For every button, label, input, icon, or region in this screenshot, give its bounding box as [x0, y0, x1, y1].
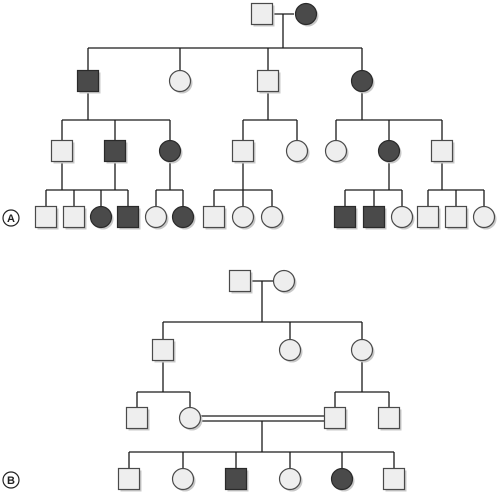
- a-iv-2-symbol: [62, 205, 86, 229]
- female-affected-b-iv-5: [330, 467, 355, 492]
- female-unaffected-b-iv-4: [278, 467, 303, 492]
- b-iii-1-symbol: [125, 406, 149, 430]
- a-i-2-symbol: [294, 2, 318, 26]
- b-iv-4-symbol: [278, 467, 302, 491]
- a-iii-6-symbol: [324, 139, 348, 163]
- male-unaffected-a-ii-3: [256, 69, 281, 94]
- male-unaffected-a-iv-14: [444, 205, 469, 230]
- female-affected-a-ii-4: [350, 69, 375, 94]
- female-unaffected-a-iv-8: [231, 205, 256, 230]
- panel-label-b-text: B: [7, 475, 15, 487]
- male-affected-a-iv-4: [116, 205, 141, 230]
- a-iv-8-symbol: [231, 205, 255, 229]
- b-ii-3-symbol: [350, 338, 374, 362]
- female-unaffected-a-iii-5: [285, 139, 310, 164]
- a-iv-3-symbol: [89, 205, 113, 229]
- male-unaffected-a-iii-8: [430, 139, 455, 164]
- male-unaffected-a-iv-7: [202, 205, 227, 230]
- female-unaffected-b-ii-2: [278, 338, 303, 363]
- a-iv-12-symbol: [390, 205, 414, 229]
- b-iii-2-symbol: [178, 406, 202, 430]
- a-iv-6-symbol: [171, 205, 195, 229]
- male-unaffected-b-iii-3: [323, 406, 348, 431]
- individuals: [34, 2, 497, 492]
- female-affected-a-i-2: [294, 2, 319, 27]
- b-i-2-symbol: [272, 269, 296, 293]
- a-iii-5-symbol: [285, 139, 309, 163]
- a-iv-14-symbol: [444, 205, 468, 229]
- female-affected-a-iii-3: [158, 139, 183, 164]
- male-unaffected-a-i-1: [250, 2, 275, 27]
- male-unaffected-a-iii-1: [50, 139, 75, 164]
- a-iv-10-symbol: [333, 205, 357, 229]
- male-unaffected-b-iv-1: [117, 467, 142, 492]
- female-unaffected-a-iv-12: [390, 205, 415, 230]
- a-iv-13-symbol: [416, 205, 440, 229]
- a-iii-2-symbol: [103, 139, 127, 163]
- male-unaffected-b-iii-4: [377, 406, 402, 431]
- a-iii-1-symbol: [50, 139, 74, 163]
- a-iv-5-symbol: [144, 205, 168, 229]
- a-iv-1-symbol: [34, 205, 58, 229]
- male-unaffected-a-iv-2: [62, 205, 87, 230]
- a-ii-1-symbol: [76, 69, 100, 93]
- a-i-1-symbol: [250, 2, 274, 26]
- male-unaffected-b-ii-1: [151, 338, 176, 363]
- male-affected-a-iii-2: [103, 139, 128, 164]
- a-ii-4-symbol: [350, 69, 374, 93]
- b-ii-1-symbol: [151, 338, 175, 362]
- panel-label-b: B: [2, 471, 20, 489]
- a-iii-3-symbol: [158, 139, 182, 163]
- b-iii-4-symbol: [377, 406, 401, 430]
- a-iii-4-symbol: [231, 139, 255, 163]
- female-affected-a-iv-3: [89, 205, 114, 230]
- b-iv-3-symbol: [224, 467, 248, 491]
- female-unaffected-b-iv-2: [171, 467, 196, 492]
- male-affected-a-ii-1: [76, 69, 101, 94]
- female-unaffected-a-iii-6: [324, 139, 349, 164]
- female-unaffected-a-iv-5: [144, 205, 169, 230]
- male-unaffected-a-iii-4: [231, 139, 256, 164]
- panel-label-a: A: [2, 209, 20, 227]
- b-iv-1-symbol: [117, 467, 141, 491]
- a-ii-3-symbol: [256, 69, 280, 93]
- b-iv-6-symbol: [382, 467, 406, 491]
- pedigree-a-lines: [45, 13, 485, 206]
- male-unaffected-b-i-1: [228, 269, 253, 294]
- b-iv-2-symbol: [171, 467, 195, 491]
- a-iv-7-symbol: [202, 205, 226, 229]
- a-iv-11-symbol: [362, 205, 386, 229]
- a-iii-8-symbol: [430, 139, 454, 163]
- female-affected-a-iii-7: [377, 139, 402, 164]
- male-unaffected-b-iv-6: [382, 467, 407, 492]
- pedigree-b-lines: [128, 280, 395, 468]
- female-unaffected-b-ii-3: [350, 338, 375, 363]
- a-iv-4-symbol: [116, 205, 140, 229]
- b-iv-5-symbol: [330, 467, 354, 491]
- female-unaffected-b-iii-2: [178, 406, 203, 431]
- panel-label-a-text: A: [7, 213, 15, 225]
- female-unaffected-a-iv-9: [260, 205, 285, 230]
- b-i-1-symbol: [228, 269, 252, 293]
- female-affected-a-iv-6: [171, 205, 196, 230]
- b-ii-2-symbol: [278, 338, 302, 362]
- male-unaffected-b-iii-1: [125, 406, 150, 431]
- male-affected-a-iv-11: [362, 205, 387, 230]
- male-affected-b-iv-3: [224, 467, 249, 492]
- a-ii-2-symbol: [168, 69, 192, 93]
- b-iii-3-symbol: [323, 406, 347, 430]
- female-unaffected-b-i-2: [272, 269, 297, 294]
- female-unaffected-a-iv-15: [472, 205, 497, 230]
- a-iv-15-symbol: [472, 205, 496, 229]
- male-affected-a-iv-10: [333, 205, 358, 230]
- a-iv-9-symbol: [260, 205, 284, 229]
- female-unaffected-a-ii-2: [168, 69, 193, 94]
- male-unaffected-a-iv-1: [34, 205, 59, 230]
- a-iii-7-symbol: [377, 139, 401, 163]
- male-unaffected-a-iv-13: [416, 205, 441, 230]
